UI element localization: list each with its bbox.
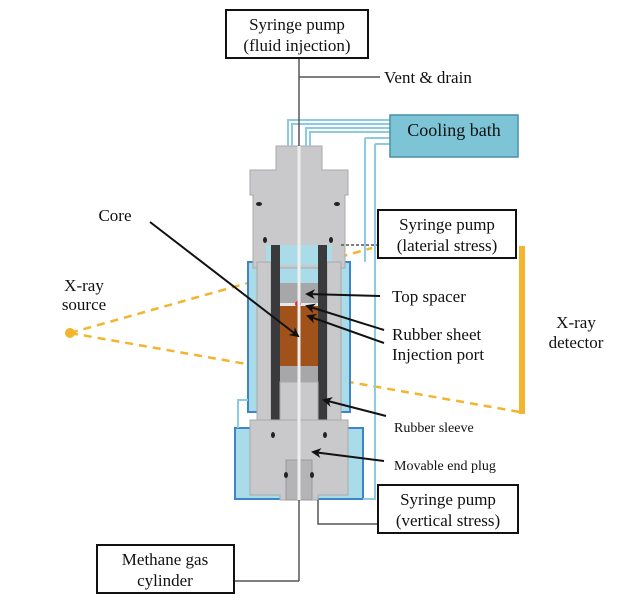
rubber-sleeve-arrow bbox=[322, 397, 387, 417]
xray-detector-line2: detector bbox=[549, 333, 604, 352]
steel-body-right bbox=[326, 261, 342, 421]
injection-port-label: Injection port bbox=[392, 345, 484, 364]
syringe-pump-vertical-line2: (vertical stress) bbox=[396, 511, 500, 530]
methane-cylinder-line1: Methane gas bbox=[122, 550, 208, 569]
xray-source bbox=[65, 328, 75, 338]
syringe-pump-vertical-stress: Syringe pump (vertical stress) bbox=[377, 484, 519, 534]
core-arrow bbox=[149, 221, 300, 338]
rubber-sleeve-right bbox=[318, 245, 327, 420]
top-spacer-arrow bbox=[305, 289, 381, 300]
movable-end-plug-label: Movable end plug bbox=[394, 459, 496, 474]
rubber-sleeve bbox=[271, 245, 280, 420]
syringe-pump-fluid-line1: Syringe pump bbox=[249, 15, 345, 34]
xray-beam-upper bbox=[69, 246, 373, 335]
xray-detector bbox=[519, 246, 525, 414]
methane-gas-cylinder: Methane gas cylinder bbox=[96, 544, 235, 594]
steel-body-left bbox=[256, 261, 272, 421]
cooling-bath: Cooling bath bbox=[389, 114, 519, 158]
methane-cylinder-line2: cylinder bbox=[137, 571, 193, 590]
injection-port-arrow bbox=[306, 313, 385, 344]
syringe-pump-fluid-line2: (fluid injection) bbox=[243, 36, 350, 55]
xray-source-line1: X-ray bbox=[64, 276, 104, 295]
cooling-bath-label: Cooling bath bbox=[407, 120, 501, 140]
syringe-pump-lateral-line1: Syringe pump bbox=[399, 215, 495, 234]
rubber-sheet-arrow bbox=[305, 303, 385, 331]
xray-detector-line1: X-ray bbox=[556, 313, 596, 332]
vent-drain-label: Vent & drain bbox=[384, 68, 472, 87]
connection-lines bbox=[234, 58, 380, 582]
cooling-pipes bbox=[237, 119, 390, 500]
syringe-pump-vertical-line1: Syringe pump bbox=[400, 490, 496, 509]
rubber-sleeve-label: Rubber sleeve bbox=[394, 421, 474, 436]
top-spacer-label: Top spacer bbox=[392, 287, 466, 306]
syringe-pump-lateral-line2: (laterial stress) bbox=[397, 236, 498, 255]
rubber-sheet-label: Rubber sheet bbox=[392, 325, 482, 344]
syringe-pump-lateral-stress: Syringe pump (laterial stress) bbox=[377, 209, 517, 259]
xray-source-line2: source bbox=[62, 295, 106, 314]
syringe-pump-fluid-injection: Syringe pump (fluid injection) bbox=[225, 9, 369, 59]
o-rings bbox=[256, 202, 340, 478]
core-label: Core bbox=[98, 206, 131, 225]
movable-end-plug-arrow bbox=[311, 448, 385, 462]
